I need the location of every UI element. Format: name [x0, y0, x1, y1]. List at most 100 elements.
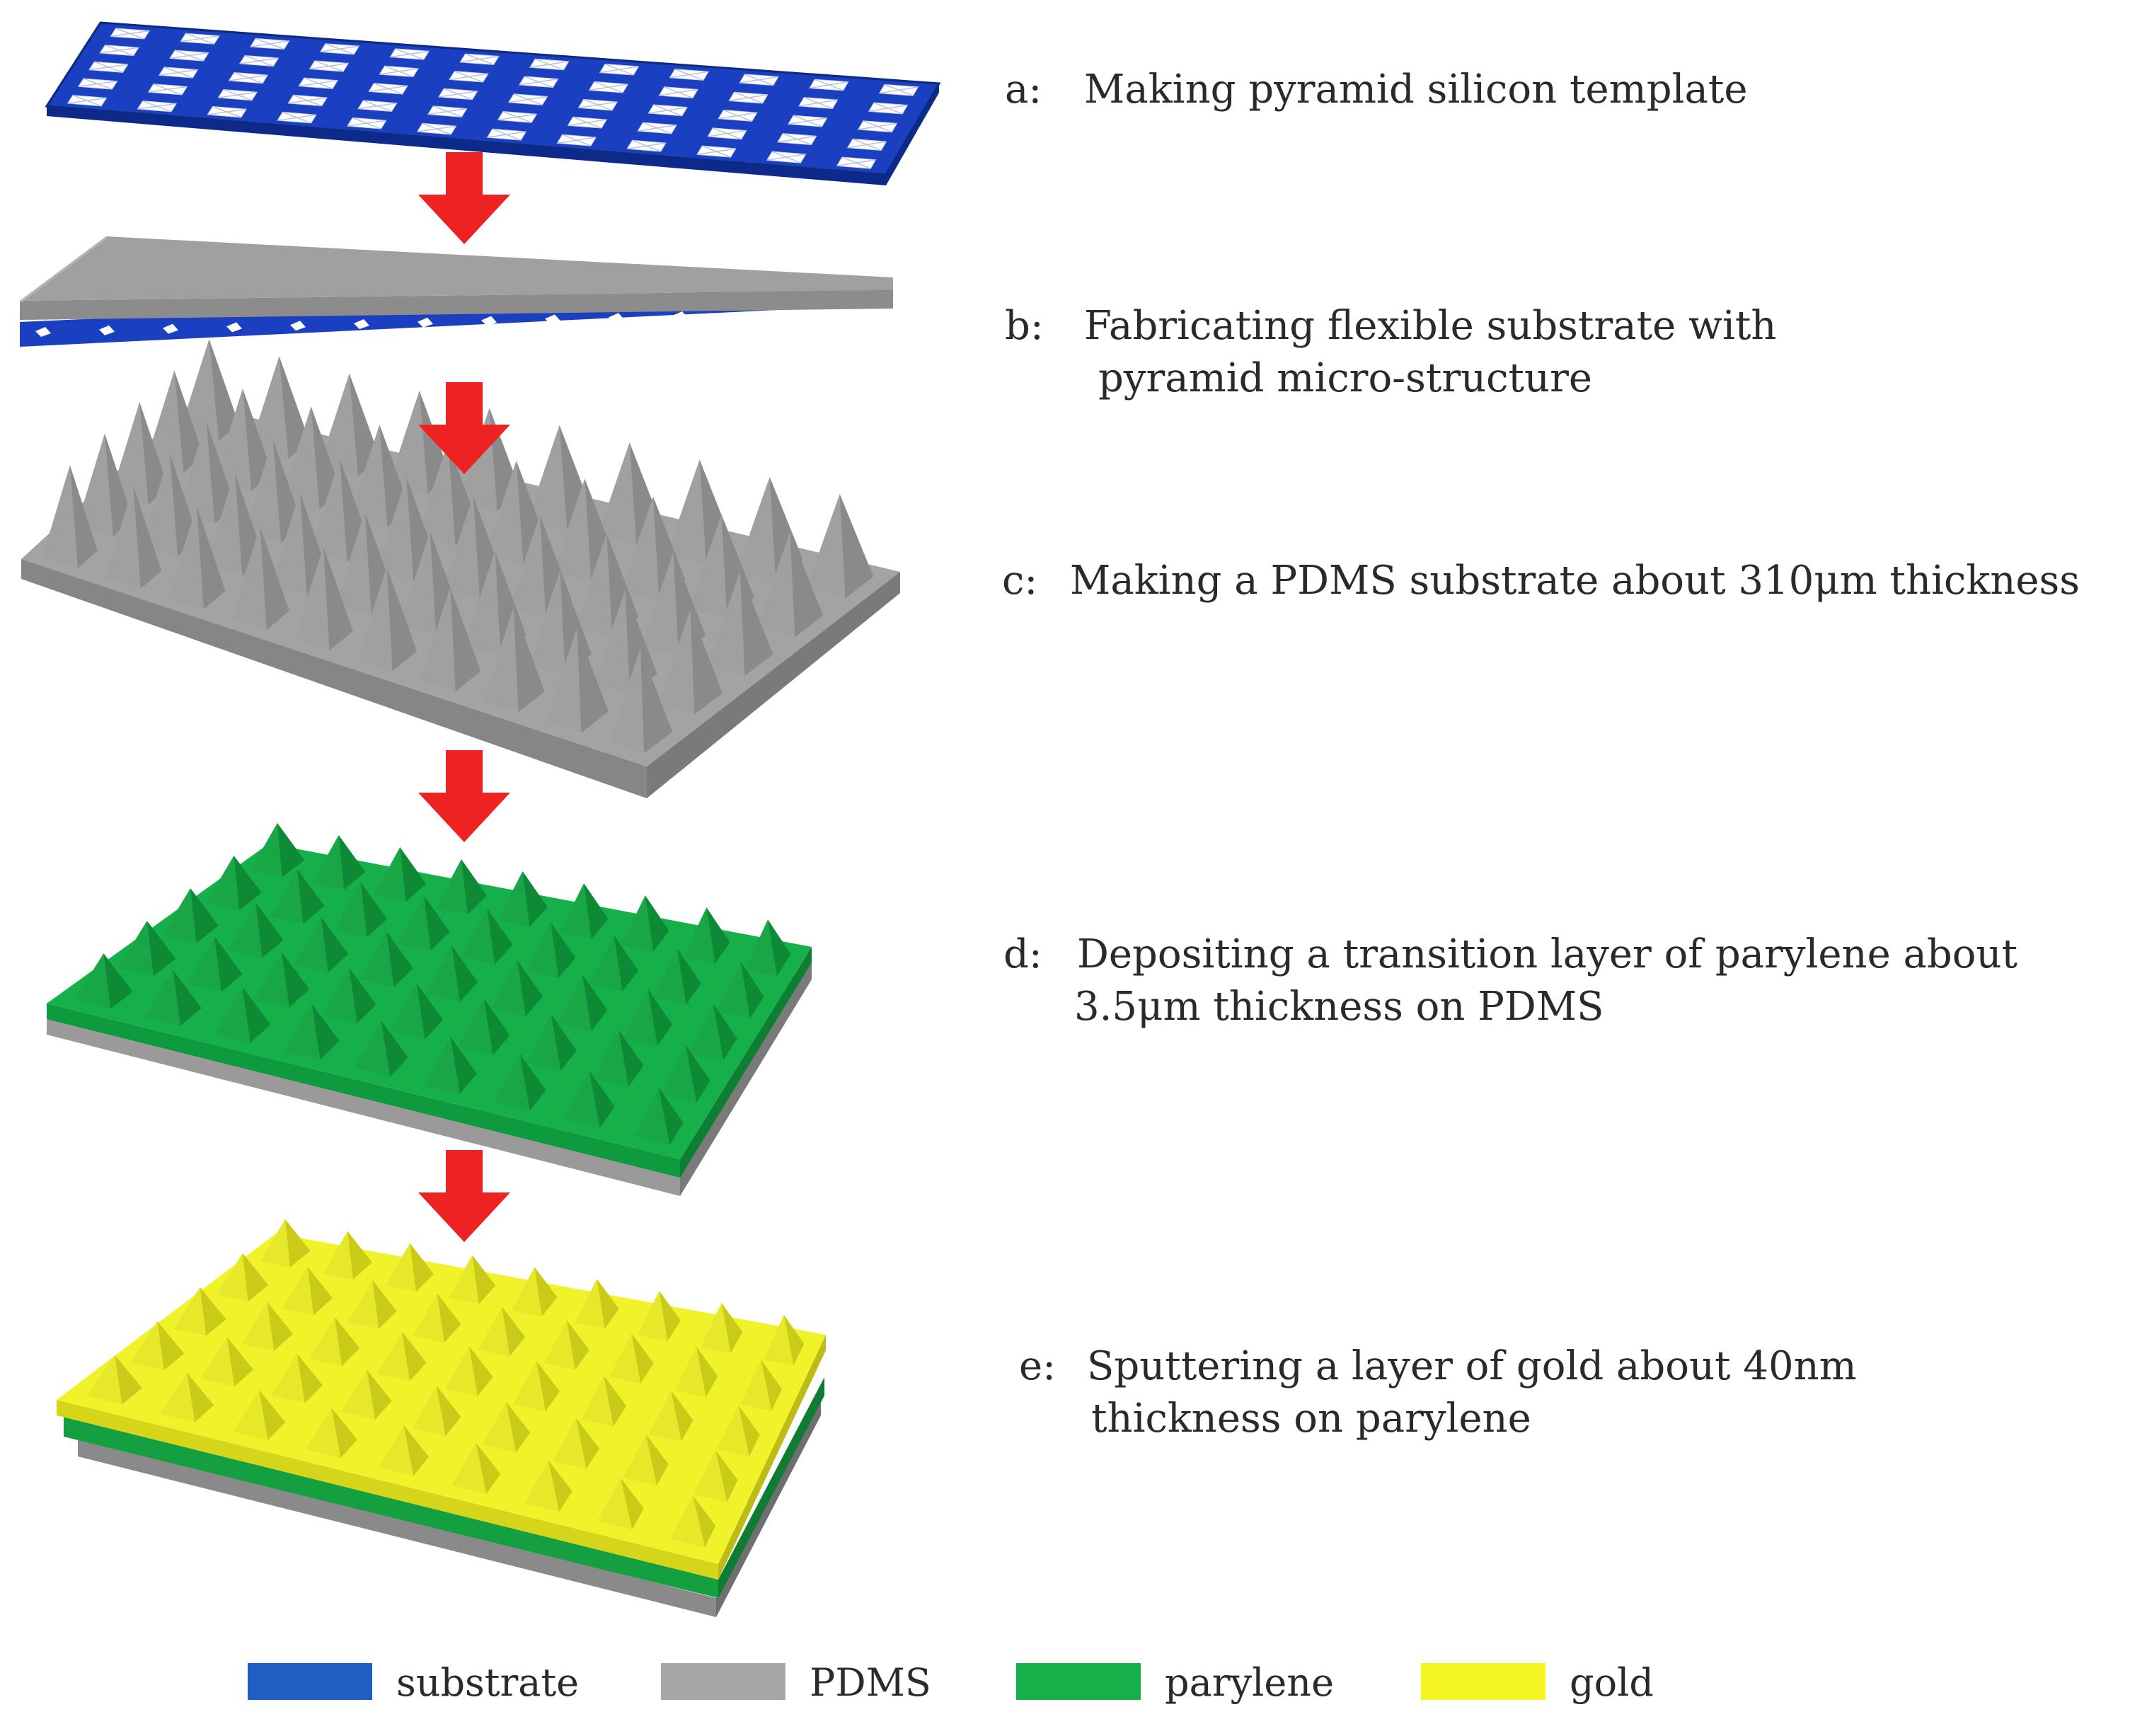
- pyramid-face: [621, 496, 660, 601]
- pyramid-face: [580, 1375, 614, 1427]
- pyramid-face: [277, 823, 305, 878]
- step-c-text: c:Making a PDMS substrate about 310μm th…: [1002, 555, 2080, 607]
- pyramid-face: [442, 496, 480, 600]
- pyramid-face: [416, 983, 444, 1040]
- pyramid-face: [641, 552, 679, 657]
- pyramid-face: [270, 868, 304, 924]
- legend-swatch-substrate: [248, 1663, 372, 1700]
- pyramid-face: [740, 961, 764, 1018]
- pyramid-face: [232, 1390, 268, 1440]
- pyramid-face: [411, 1386, 446, 1437]
- gold-parylene-under: [64, 1417, 718, 1598]
- pyramid-face: [187, 1372, 214, 1422]
- template-plate: [45, 21, 941, 185]
- template-pit-edge: [879, 86, 919, 94]
- pyramid-face: [512, 1361, 546, 1412]
- pyramid-face: [425, 945, 460, 1002]
- mold-pdms-top: [20, 236, 893, 301]
- pyramid-face: [279, 356, 309, 459]
- pyramid-face: [593, 590, 630, 695]
- pyramid-face: [604, 1375, 627, 1427]
- gold-parylene-under-right: [718, 1377, 824, 1598]
- template-pit-edge: [777, 135, 817, 143]
- pyramid-face: [450, 587, 481, 692]
- pyramid-face: [388, 391, 428, 494]
- template-pit-edge: [578, 101, 618, 109]
- pyramid-face: [250, 823, 282, 878]
- pyramid-face: [534, 1267, 558, 1316]
- step-b-text: b:Fabricating flexible substrate with py…: [1005, 300, 1776, 405]
- pyramid-face: [267, 1301, 293, 1351]
- pyramid-face: [677, 948, 701, 1005]
- pyramid-face: [482, 1402, 516, 1453]
- legend-swatch-pdms: [661, 1663, 785, 1700]
- pyramid-face: [226, 1337, 253, 1387]
- pyramid-face: [259, 1390, 286, 1440]
- pyramid-face: [76, 433, 113, 537]
- template-pit-edge: [100, 47, 139, 54]
- pyramid-face: [645, 1434, 669, 1485]
- pyramid-face: [311, 835, 345, 890]
- pyramid-face: [400, 847, 426, 902]
- pyramid-face: [597, 1279, 619, 1329]
- template-pit-edge: [299, 79, 338, 87]
- pyramid-face: [609, 1333, 641, 1384]
- pyramid-face: [282, 952, 310, 1008]
- pyramid-face: [667, 459, 706, 564]
- pyramid-face: [74, 953, 111, 1009]
- pyramid-face: [451, 945, 478, 1002]
- template-pit-edge: [449, 73, 488, 81]
- pyramid-face: [111, 402, 149, 505]
- pyramid-face: [318, 373, 358, 476]
- pyramid-face: [671, 1390, 693, 1442]
- pyramid-face: [658, 609, 695, 715]
- pyramid-face: [333, 882, 367, 938]
- pyramid-face: [839, 494, 874, 599]
- pyramid-face: [353, 1020, 391, 1077]
- pyramid-face: [553, 478, 592, 582]
- gold-pdms-under: [78, 1437, 716, 1617]
- template-pit-edge: [627, 142, 667, 149]
- pyramid-face: [397, 895, 431, 951]
- template-pit-edge: [277, 114, 316, 121]
- pyramid-face: [378, 1425, 414, 1476]
- pyramid-face: [631, 1333, 654, 1384]
- mold-pit-visible: [354, 319, 369, 329]
- pyramid-face: [506, 1402, 531, 1453]
- pyramid-face: [597, 1478, 633, 1530]
- pyramid-face: [403, 1425, 429, 1476]
- template-pit-edge: [798, 99, 838, 107]
- pyramid-face: [497, 871, 530, 927]
- template-pit-edge: [379, 68, 419, 75]
- pyramid-face: [309, 1316, 342, 1367]
- pyramid-face: [133, 485, 162, 589]
- parylene-plate: [47, 823, 812, 1196]
- arrow-b-to-c: [418, 382, 510, 474]
- pyramid-face: [715, 1450, 738, 1502]
- pyramid-face: [386, 1243, 416, 1292]
- pyramid-face: [536, 1361, 560, 1412]
- template-pit-edge: [809, 81, 848, 89]
- pyramid-face: [386, 567, 417, 672]
- arrow-a-to-b: [418, 152, 510, 244]
- pyramid-face: [141, 453, 178, 557]
- pyramid-face: [214, 936, 243, 992]
- pyramid-face: [716, 1405, 749, 1456]
- pyramid-face: [209, 339, 239, 442]
- pyramid-face: [669, 1495, 693, 1539]
- pyramid-face: [648, 1390, 681, 1442]
- pyramid-face: [543, 1320, 575, 1370]
- template-pit-edge: [288, 97, 328, 104]
- pyramid-face: [270, 1353, 305, 1403]
- parylene-pdms-under: [47, 1016, 680, 1196]
- step-d-line2: 3.5μm thickness on PDMS: [1074, 984, 1604, 1030]
- pyramid-face: [173, 1287, 207, 1336]
- pyramid-face: [417, 442, 456, 546]
- step-d-letter: d:: [1003, 931, 1042, 977]
- template-pit-edge: [696, 148, 736, 156]
- pyramid-face: [213, 389, 252, 492]
- template-pit-edge: [417, 125, 456, 132]
- template-pit-edge: [357, 102, 397, 110]
- pyramid-face: [86, 1355, 122, 1405]
- pyramid-face: [347, 1231, 372, 1280]
